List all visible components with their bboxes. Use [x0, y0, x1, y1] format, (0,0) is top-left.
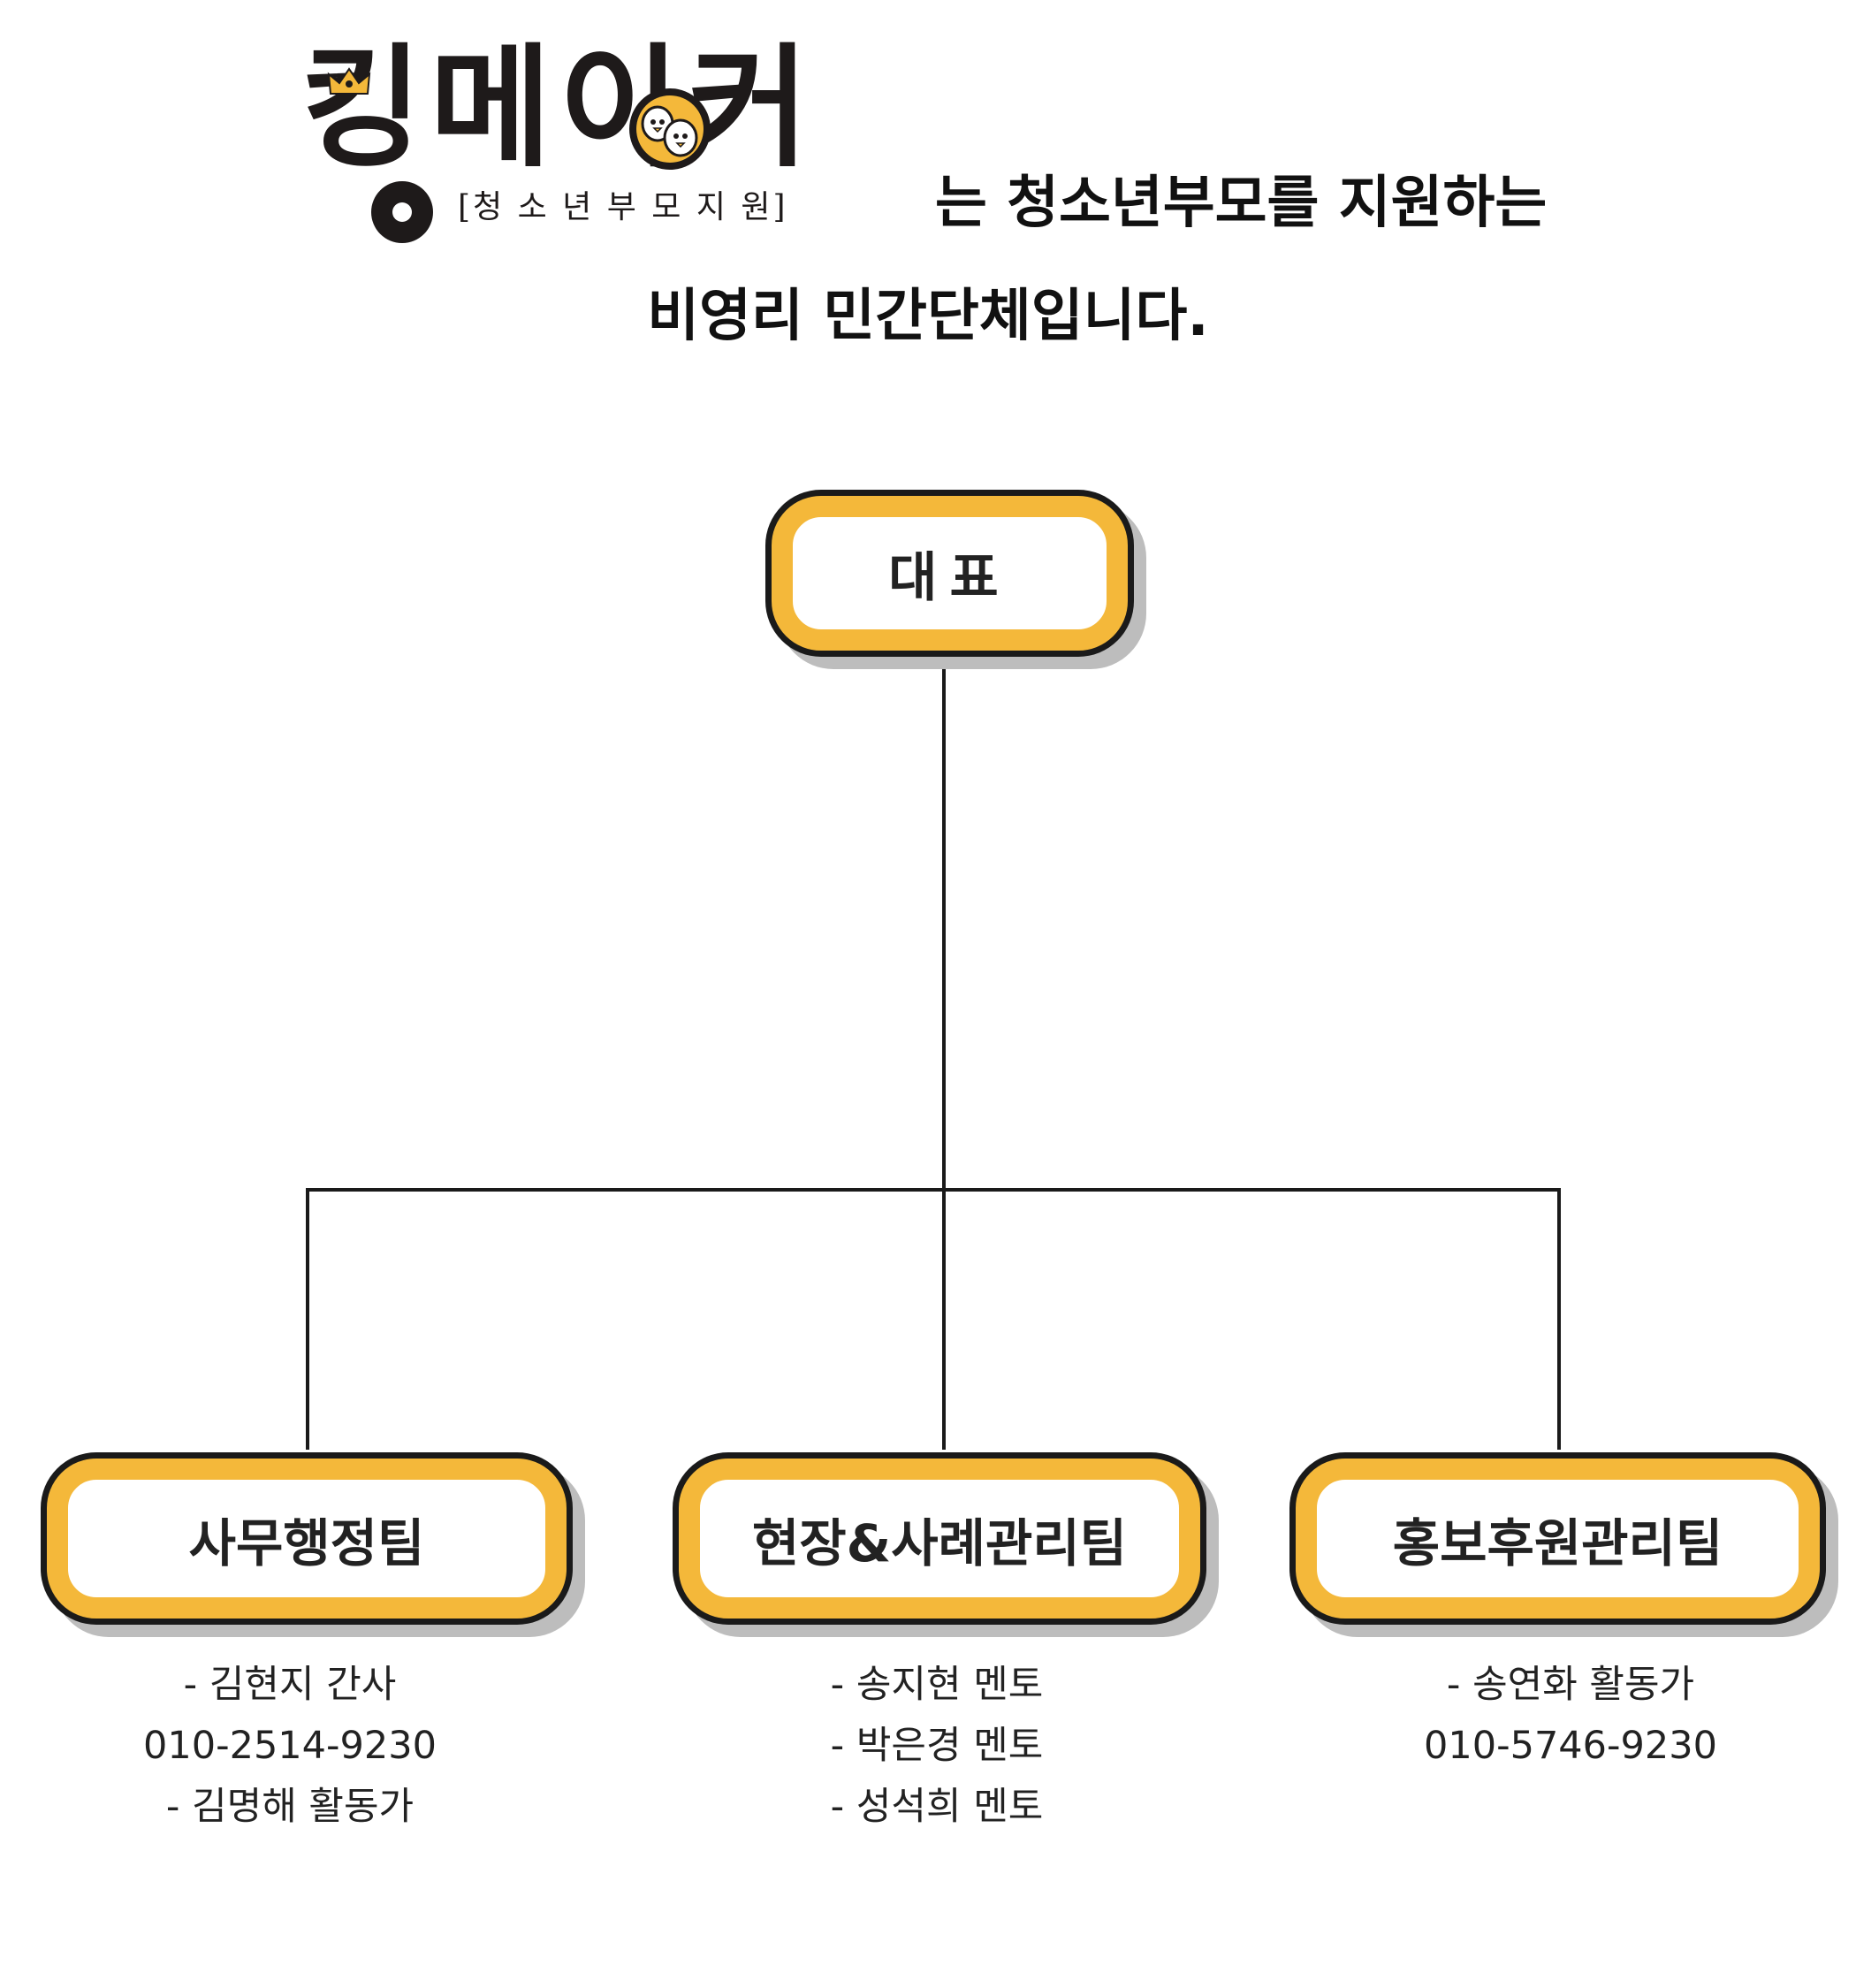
node-admin-team-label: 사무행정팀 [188, 1512, 425, 1573]
connector-root-down [942, 663, 946, 1450]
node-representative-label: 대표 [888, 547, 1011, 609]
node-field-case-team: 현장&사례관리팀 [679, 1459, 1200, 1619]
node-admin-team: 사무행정팀 [47, 1459, 567, 1619]
intro-line-1: 는 청소년부모를 지원하는 [935, 171, 1548, 236]
node-field-case-team-label: 현장&사례관리팀 [751, 1512, 1128, 1573]
connector-right-down [1557, 1188, 1561, 1450]
field-case-team-members: - 송지현 멘토 - 박은경 멘토 - 성석희 멘토 [689, 1655, 1184, 1838]
list-item: - 김현지 간사 [183, 1663, 397, 1707]
list-item: - 송지현 멘토 [830, 1663, 1044, 1707]
list-item: - 김명해 활동가 [165, 1785, 415, 1829]
crown-icon [327, 67, 371, 95]
node-representative: 대표 [772, 496, 1128, 651]
list-item: 010-2514-9230 [143, 1724, 437, 1768]
logo-circle-mark [371, 181, 433, 243]
logo-subtitle: [청 소 년 부 모 지 원] [458, 189, 788, 225]
list-item: - 성석희 멘토 [830, 1785, 1044, 1829]
list-item: - 송연화 활동가 [1446, 1663, 1695, 1707]
mascot-icon [629, 88, 711, 170]
connector-horizontal [306, 1188, 1561, 1192]
list-item: 010-5746-9230 [1424, 1724, 1717, 1768]
node-promo-sponsor-team: 홍보후원관리팀 [1296, 1459, 1820, 1619]
intro-line-2: 비영리 민간단체입니다. [647, 284, 1209, 349]
node-promo-sponsor-team-label: 홍보후원관리팀 [1392, 1512, 1723, 1573]
admin-team-members: - 김현지 간사 010-2514-9230 - 김명해 활동가 [42, 1655, 537, 1838]
logo-wordmark: 킹메이커 [300, 32, 818, 186]
connector-left-down [306, 1188, 309, 1450]
list-item: - 박은경 멘토 [830, 1724, 1044, 1768]
promo-sponsor-team-members: - 송연화 활동가 010-5746-9230 [1323, 1655, 1818, 1777]
